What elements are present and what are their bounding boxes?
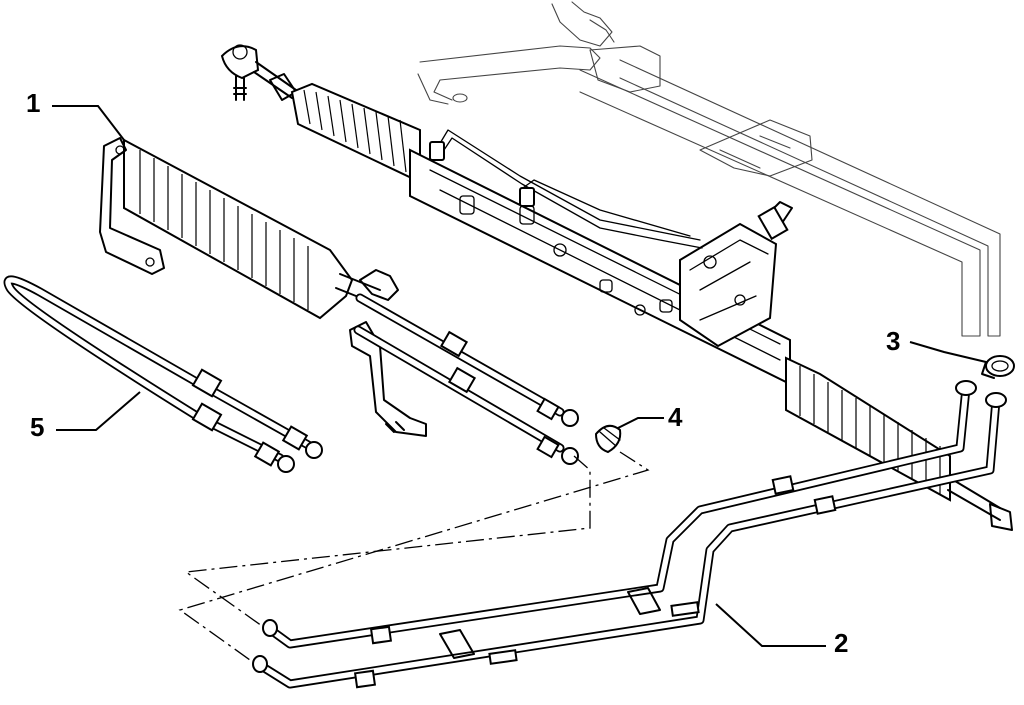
callout-2: 2 xyxy=(834,628,848,658)
callout-3: 3 xyxy=(886,326,900,356)
steering-valve-body xyxy=(679,222,778,348)
part-3-hose-clamp xyxy=(981,355,1015,379)
part-5-return-line xyxy=(3,275,323,473)
boot-mounting-bracket xyxy=(99,137,165,275)
part-4-hose-cap xyxy=(594,424,622,454)
callout-1: 1 xyxy=(26,88,40,118)
assembly-reference-lines xyxy=(178,451,650,661)
callout-5: 5 xyxy=(30,412,44,442)
callout-4: 4 xyxy=(668,402,683,432)
part-2-fluid-pipes xyxy=(252,380,1007,689)
tie-rod-end-left xyxy=(220,45,260,80)
subframe-outline xyxy=(417,1,1001,337)
part-1-steering-boot-bracket xyxy=(99,137,381,320)
hose-bracket-assembly xyxy=(349,269,579,465)
hose-support-bracket xyxy=(349,321,427,437)
leader-lines xyxy=(52,105,987,647)
